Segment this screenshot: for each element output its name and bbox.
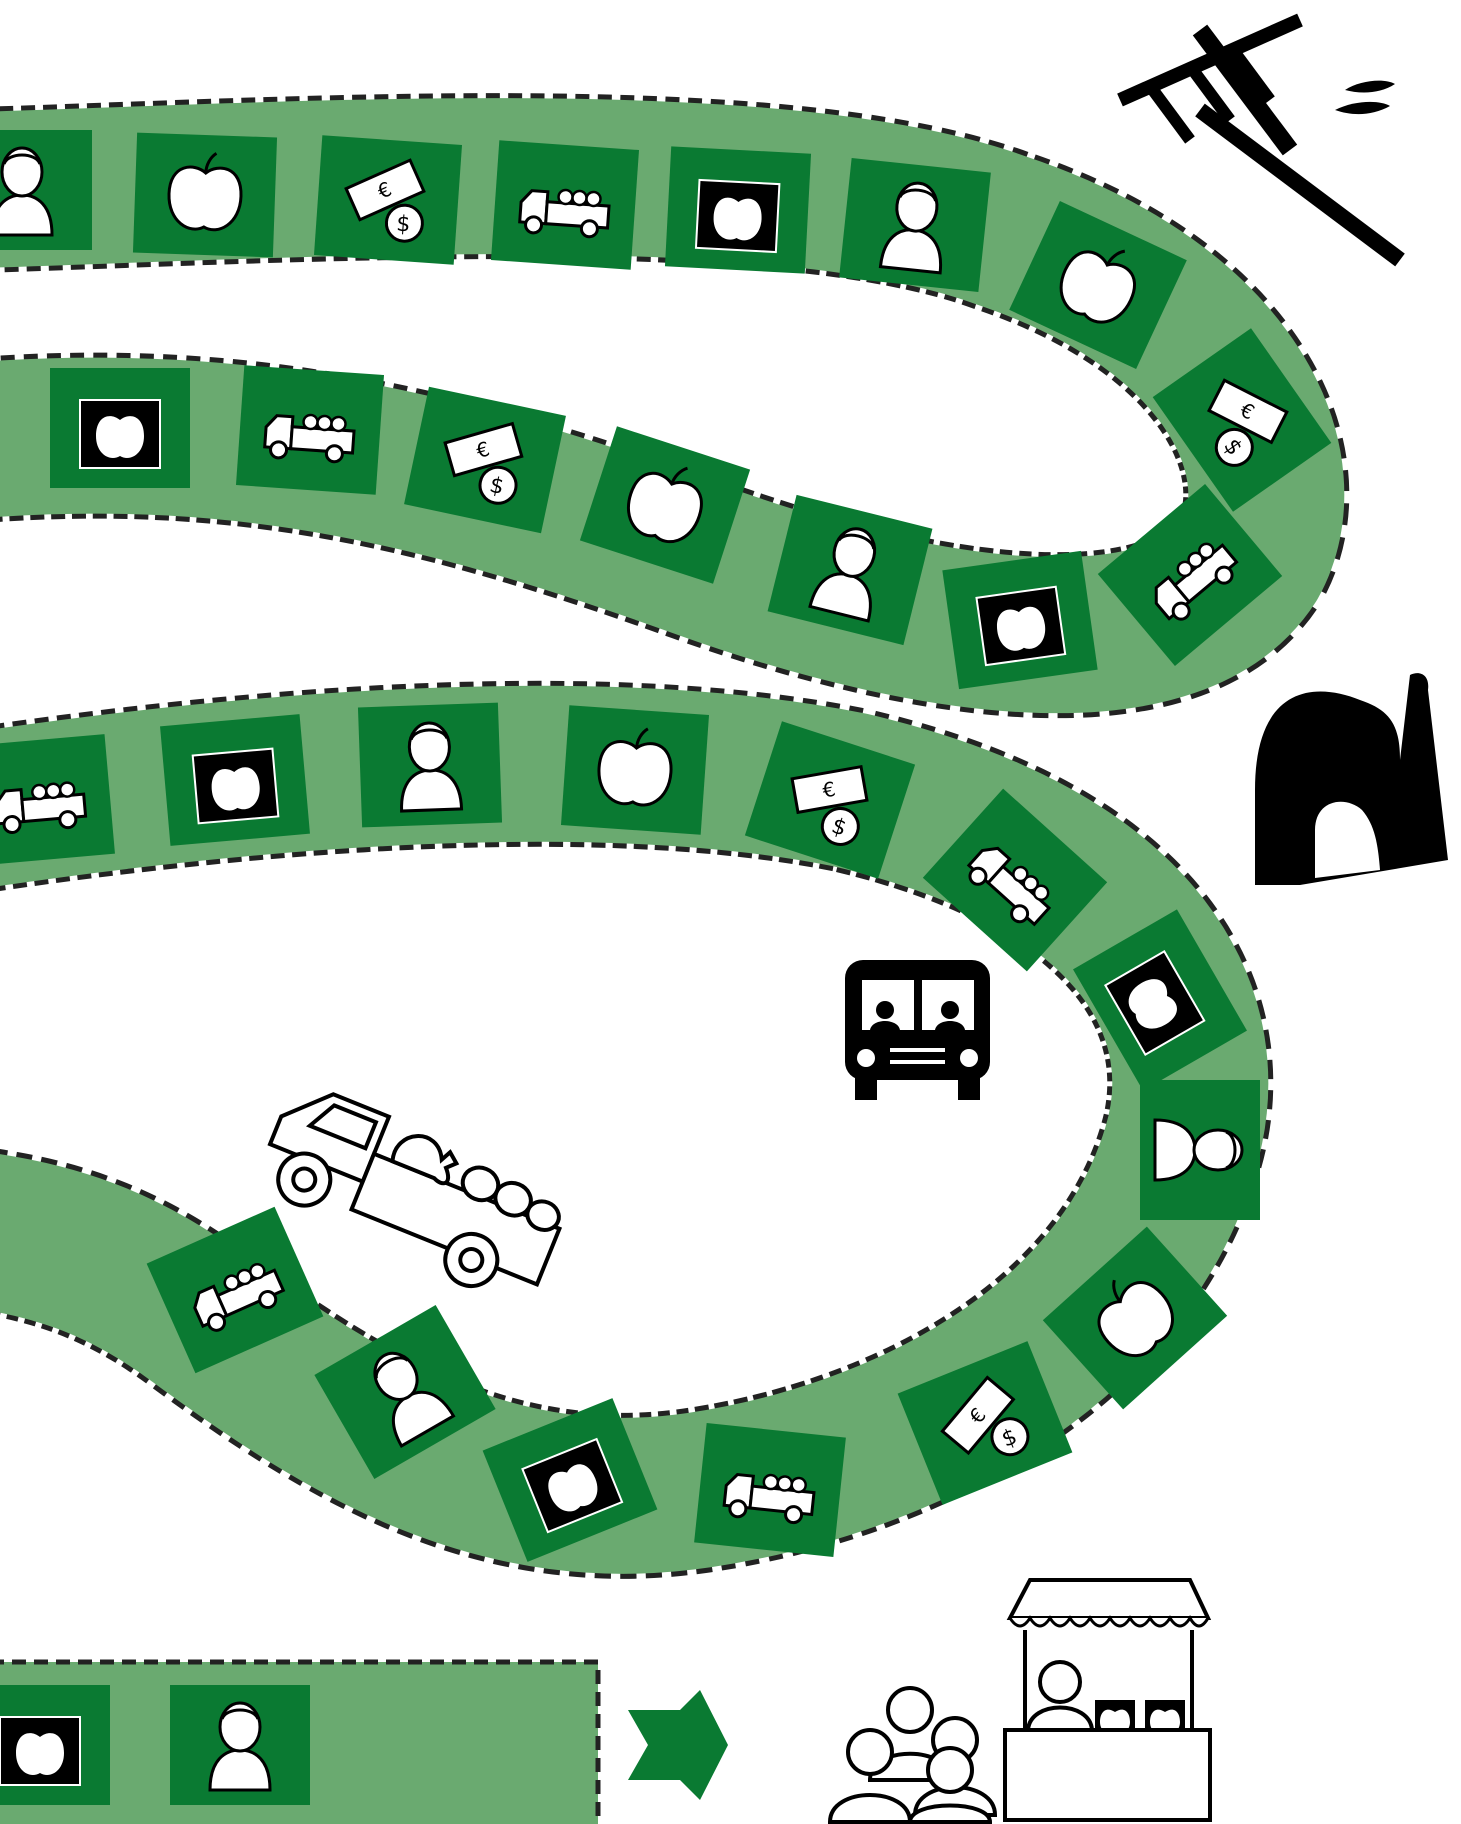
board-space-person [170, 1685, 310, 1805]
board-space-person [0, 130, 92, 250]
board-space-truck [694, 1423, 846, 1557]
finish-arrow-icon [628, 1690, 728, 1800]
board-space-gift [50, 368, 190, 488]
gift-icon [976, 587, 1065, 665]
board-space-gift [0, 1685, 110, 1805]
gift-icon [696, 180, 779, 252]
board-space-truck [0, 734, 115, 866]
board-space-apple [561, 705, 709, 834]
gift-icon [80, 400, 160, 468]
board-space-person [839, 158, 991, 292]
board-space-gift [160, 714, 310, 846]
board-space-truck [491, 140, 639, 269]
tunnel-icon [1255, 673, 1448, 885]
board-space-money [314, 135, 462, 264]
board-space-gift [942, 551, 1097, 689]
market-stall-icon [830, 1580, 1210, 1822]
board-space-apple [133, 133, 277, 258]
board-space-gift [665, 146, 811, 273]
gift-icon [0, 1717, 80, 1785]
gift-icon [193, 749, 279, 824]
board-space-person [358, 703, 502, 828]
board-space-truck [236, 365, 384, 494]
board-space-person [1140, 1080, 1260, 1220]
bus-icon [845, 960, 990, 1100]
